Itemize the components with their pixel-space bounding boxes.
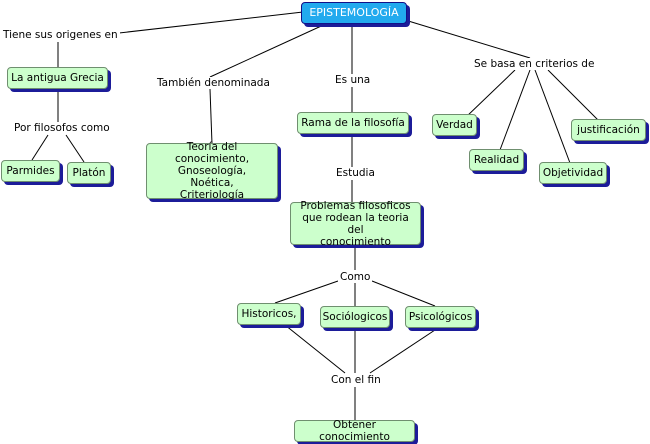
- connector-line: [274, 280, 339, 304]
- link-label-con-el-fin: Con el fin: [329, 374, 383, 386]
- connector-line: [209, 21, 331, 78]
- node-objetividad[interactable]: Objetividad: [539, 162, 607, 184]
- link-label-tambien: También denominada: [155, 77, 272, 89]
- node-sociologicos[interactable]: Sociólogicos: [320, 306, 390, 328]
- connector-line: [65, 134, 85, 163]
- node-teoria-del-conocimiento[interactable]: Teoría del conocimiento, Gnoseología, No…: [146, 141, 278, 201]
- node-obtener-conocimiento[interactable]: Obtener conocimiento: [294, 419, 415, 443]
- link-label-por-filosofos: Por filosofos como: [12, 122, 112, 134]
- node-justificacion[interactable]: justificación: [571, 119, 646, 141]
- connector-line: [109, 11, 304, 35]
- connector-line: [209, 88, 213, 145]
- connector-line: [499, 69, 531, 151]
- connector-line: [534, 69, 571, 164]
- node-problemas-filosoficos[interactable]: Problemas filosoficos que rodean la teor…: [290, 200, 421, 248]
- connector-line: [369, 327, 439, 374]
- node-verdad[interactable]: Verdad: [432, 114, 477, 136]
- node-historicos[interactable]: Historicos,: [237, 303, 301, 325]
- node-parmides[interactable]: Parmides: [1, 160, 60, 182]
- link-label-tiene: Tiene sus origenes en: [1, 29, 120, 41]
- link-label-como: Como: [338, 271, 373, 283]
- node-platon[interactable]: Platón: [67, 162, 111, 184]
- connector-line: [404, 19, 531, 59]
- connector-line: [547, 69, 599, 121]
- connector-line: [284, 324, 346, 374]
- connector-line: [31, 134, 49, 161]
- link-label-es-una: Es una: [333, 74, 373, 86]
- node-la-antigua-grecia[interactable]: La antigua Grecia: [7, 67, 108, 89]
- link-label-se-basa: Se basa en criterios de: [472, 58, 597, 70]
- node-rama-de-la-filosofia[interactable]: Rama de la filosofía: [297, 112, 409, 134]
- link-label-estudia: Estudia: [334, 167, 377, 179]
- node-psicologicos[interactable]: Psicológicos: [405, 306, 476, 328]
- connector-line: [371, 280, 436, 307]
- connector-line: [464, 69, 516, 119]
- node-realidad[interactable]: Realidad: [469, 149, 524, 171]
- root-node-epistemologia[interactable]: EPISTEMOLOGÍA: [301, 2, 407, 24]
